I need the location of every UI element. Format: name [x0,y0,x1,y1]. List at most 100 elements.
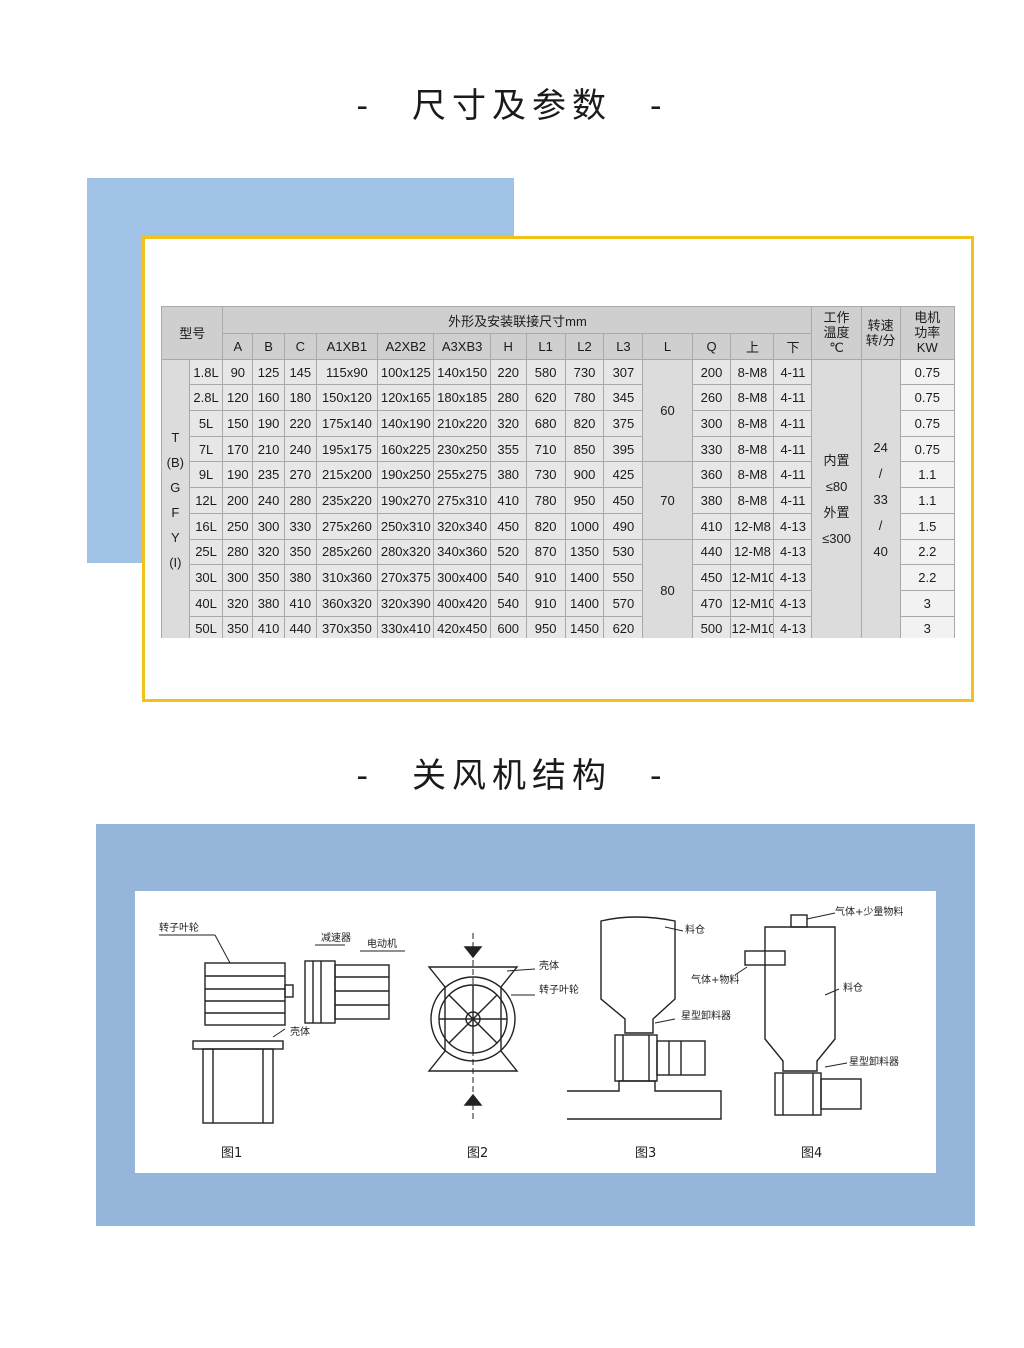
table-cell: 4-13 [773,615,813,638]
table-cell: 280 [489,384,527,412]
table-cell: 4-11 [773,461,813,489]
table-cell-power: 0.75 [899,410,955,437]
table-cell: 680 [525,410,566,437]
table-cell: 140x190 [377,410,435,437]
table-cell-power: 3 [899,615,955,638]
table-cell: 230x250 [433,435,491,463]
section-heading-structure: -关风机结构- [0,748,1024,797]
table-cell: 190x250 [377,461,435,489]
table-cell: 780 [564,384,605,412]
fig3-caption: 图3 [635,1146,656,1161]
table-cell: 250 [222,512,254,540]
heading-dash-left: - [356,756,374,796]
rotor-drawing [204,962,286,1026]
col-header: 上 [730,333,775,360]
col-header: C [283,333,317,360]
table-cell: 730 [564,358,605,386]
table-cell: 120x165 [377,384,435,412]
col-header: L1 [525,333,566,360]
table-cell: 710 [525,435,566,463]
table-cell: 115x90 [315,358,379,386]
figure-3: 料仓 星型卸料器 图3 [567,916,731,1161]
fig3-label-bin: 料仓 [685,923,705,936]
table-cell: 12-M10 [730,589,775,617]
table-cell: 330x410 [377,615,435,638]
table-cell: 2.8L [188,384,224,412]
fig2-label-rotor: 转子叶轮 [539,983,579,996]
figure-1: 转子叶轮 减速器 电动机 壳体 图1 [159,921,405,1161]
table-cell: 850 [564,435,605,463]
table-cell: 300 [691,410,732,437]
table-cell: 235x220 [315,487,379,514]
table-cell: 410 [489,487,527,514]
table-cell: 210x220 [433,410,491,437]
table-cell: 380 [489,461,527,489]
table-cell: 1400 [564,564,605,591]
table-cell: 380 [252,589,285,617]
fig4-caption: 图4 [801,1146,822,1161]
table-cell: 570 [603,589,644,617]
table-cell: 90 [222,358,254,386]
fig3-label-feeder: 星型卸料器 [681,1009,731,1022]
table-cell: 275x310 [433,487,491,514]
table-cell-power: 2.2 [899,538,955,566]
table-cell: 8-M8 [730,358,775,386]
table-cell: 1350 [564,538,605,566]
table-cell: 12-M10 [730,564,775,591]
table-cell: 200 [691,358,732,386]
table-cell: 780 [525,487,566,514]
table-cell: 150 [222,410,254,437]
table-cell: 540 [489,564,527,591]
feeder-drawing [774,1072,822,1116]
table-cell: 8-M8 [730,461,775,489]
table-cell: 307 [603,358,644,386]
col-header: Q [691,333,732,360]
table-cell: 4-13 [773,512,813,540]
table-cell: 440 [691,538,732,566]
table-cell: 285x260 [315,538,379,566]
col-header: L2 [564,333,605,360]
table-cell: 5L [188,410,224,437]
table-cell: 12L [188,487,224,514]
fig1-label-housing: 壳体 [290,1025,310,1038]
table-cell: 310x360 [315,564,379,591]
table-cell: 320 [489,410,527,437]
table-cell: 900 [564,461,605,489]
header-dims-group: 外形及安装联接尺寸mm [222,306,813,334]
table-cell: 30L [188,564,224,591]
table-cell: 345 [603,384,644,412]
table-cell: 1.8L [188,358,224,386]
table-cell: 4-11 [773,358,813,386]
fig1-label-reducer: 减速器 [321,932,351,944]
col-header: 下 [773,333,813,360]
table-cell: 190 [222,461,254,489]
fig4-label-bin: 料仓 [843,981,863,994]
table-cell: 450 [603,487,644,514]
table-cell: 360 [691,461,732,489]
table-cell: 145 [283,358,317,386]
reducer-drawing [304,960,336,1024]
housing-drawing [192,1040,284,1050]
table-cell: 8-M8 [730,410,775,437]
table-cell: 540 [489,589,527,617]
table-cell: 320x340 [433,512,491,540]
table-cell: 300 [222,564,254,591]
table-cell-power: 1.5 [899,512,955,540]
heading-title-dimensions: 尺寸及参数 [412,86,612,126]
table-cell: 280 [283,487,317,514]
table-cell-L: 70 [642,461,693,540]
table-cell: 16L [188,512,224,540]
table-cell: 4-11 [773,384,813,412]
table-cell: 240 [283,435,317,463]
rotor-drawing [430,976,516,1062]
table-cell: 100x125 [377,358,435,386]
heading-dash-right: - [650,86,668,126]
table-cell: 530 [603,538,644,566]
fig1-label-motor: 电动机 [367,937,397,950]
housing-drawing [427,966,519,1072]
col-header: H [489,333,527,360]
table-cell-power: 0.75 [899,358,955,386]
